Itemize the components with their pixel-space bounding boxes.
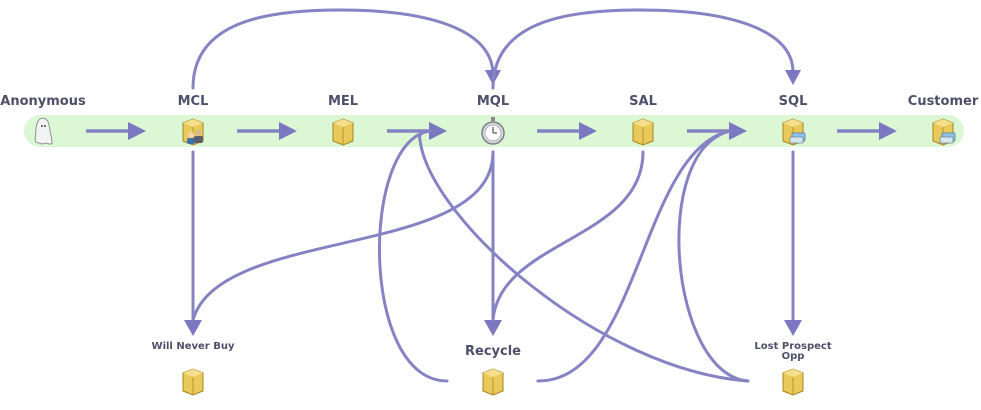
edge-mql-recycle <box>484 150 502 336</box>
stage-node-sal[interactable] <box>628 115 658 147</box>
stage-node-will-never-buy[interactable] <box>178 365 208 397</box>
stage-label-will-never-buy: Will Never Buy <box>151 341 235 352</box>
stage-label-sql: SQL <box>778 94 808 109</box>
edge-mql-will-never-buy <box>191 150 495 322</box>
box-icon <box>482 368 504 396</box>
stage-label-customer: Customer <box>907 94 979 109</box>
edge-mcl-will-never-buy <box>184 150 202 336</box>
edge-sal-recycle <box>491 150 645 322</box>
box-icon <box>782 368 804 396</box>
ghost-icon <box>34 117 53 145</box>
stage-label-lost-prospect-opp: Lost Prospect Opp <box>754 342 831 362</box>
edge-recycle-sql <box>536 129 732 383</box>
edge-mcl-mel <box>237 122 297 140</box>
stage-node-sql[interactable] <box>778 115 808 147</box>
box-card-icon <box>932 118 956 146</box>
box-icon <box>632 118 654 146</box>
edge-sal-sql <box>687 122 747 140</box>
stage-label-anonymous: Anonymous <box>0 94 86 109</box>
edge-recycle-mql <box>378 129 449 383</box>
edge-sql-customer <box>837 122 897 140</box>
edge-mql-sql-arc <box>491 8 801 90</box>
stage-node-mql[interactable] <box>478 115 508 147</box>
edge-lost-prospect-opp-mql <box>418 129 750 383</box>
box-icon <box>332 118 354 146</box>
stage-node-mel[interactable] <box>328 115 358 147</box>
stage-label-mcl: MCL <box>177 94 209 109</box>
box-card-icon <box>782 118 806 146</box>
stage-label-sal: SAL <box>629 94 657 109</box>
stage-node-anonymous[interactable] <box>28 115 58 147</box>
stage-label-recycle: Recycle <box>465 344 521 359</box>
stage-node-recycle[interactable] <box>478 365 508 397</box>
edge-mcl-mql-arc <box>191 8 501 90</box>
edge-anonymous-mcl <box>86 122 146 140</box>
box-icon <box>182 368 204 396</box>
stage-node-mcl[interactable] <box>178 115 208 147</box>
stage-label-mel: MEL <box>327 94 359 109</box>
stage-node-lost-prospect-opp[interactable] <box>778 365 808 397</box>
edge-lost-prospect-opp-sql <box>677 129 750 383</box>
stage-node-customer[interactable] <box>928 115 958 147</box>
stage-label-lost-prospect-opp-line2: Opp <box>781 351 805 362</box>
box-people-icon <box>182 118 204 146</box>
edge-mql-sal <box>537 122 597 140</box>
stopwatch-icon <box>481 117 505 145</box>
edge-sql-lost-prospect-opp <box>784 150 802 336</box>
stage-label-mql: MQL <box>476 94 510 109</box>
stage-label-lost-prospect-opp-line1: Lost Prospect <box>754 341 832 352</box>
